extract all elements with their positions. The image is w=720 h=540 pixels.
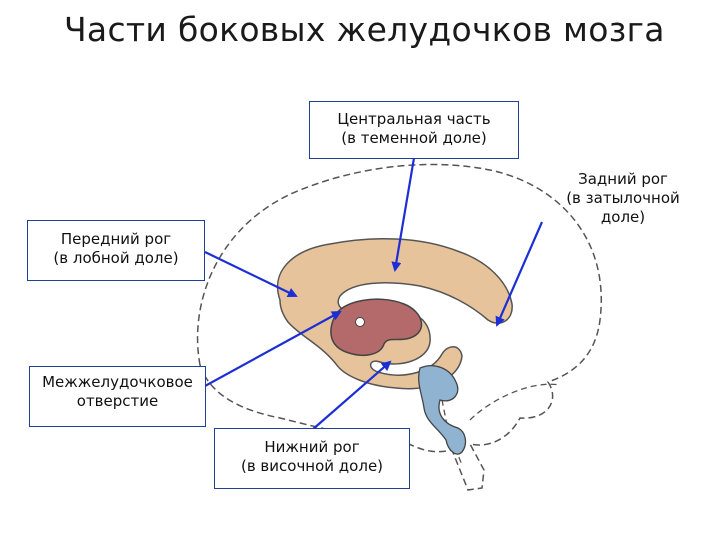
interventricular-foramen-dot [356,318,365,327]
label-posterior-horn: Задний рог (в затылочной доле) [553,170,693,240]
label-central-part: Центральная часть (в теменной доле) [309,101,519,159]
arrow-posterior [497,222,542,325]
label-interventricular-foramen: Межжелудочковое отверстие [29,366,206,427]
third-ventricle [419,366,466,454]
cerebellum-outline [470,384,560,420]
label-inferior-horn: Нижний рог (в височной доле) [214,428,410,489]
label-anterior-horn: Передний рог (в лобной доле) [27,220,205,281]
